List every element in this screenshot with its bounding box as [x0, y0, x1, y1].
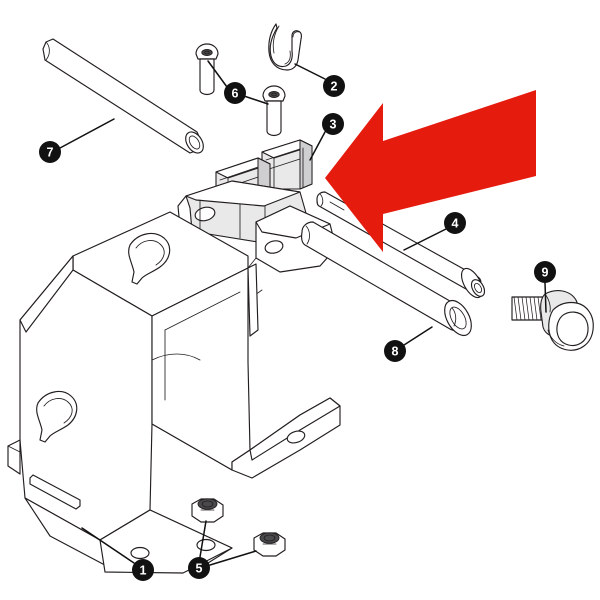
callout-badge-4[interactable]: 4 — [444, 212, 466, 234]
leader-line-3 — [309, 131, 326, 161]
leader-line-5b — [209, 550, 257, 566]
callout-badge-label: 2 — [331, 80, 338, 94]
callout-badge-6[interactable]: 6 — [224, 82, 246, 104]
part-main-mounting-bracket — [7, 205, 341, 574]
callout-badge-label: 1 — [140, 564, 147, 578]
part-u-clip-horseshoe-washer — [268, 23, 302, 71]
callout-badge-circle — [444, 212, 466, 234]
leader-line-2 — [294, 63, 326, 80]
callout-badge-circle — [322, 113, 344, 135]
callout-badge-label: 6 — [232, 87, 239, 101]
callout-badge-1[interactable]: 1 — [132, 559, 154, 581]
callout-badge-circle — [132, 559, 154, 581]
highlight-arrow-icon — [325, 90, 536, 252]
leader-line-8 — [403, 326, 433, 346]
leader-line-4 — [403, 228, 447, 251]
callout-badge-circle — [384, 340, 406, 362]
leader-line-9 — [544, 282, 547, 313]
part-hollow-tube-roller-short — [301, 221, 472, 337]
part-hollow-tube-roller-long — [42, 38, 204, 154]
callout-badge-circle — [323, 75, 345, 97]
callout-badge-label: 4 — [452, 217, 459, 231]
callout-badge-circle — [39, 141, 61, 163]
leader-line-6a — [207, 60, 228, 88]
callout-badge-label: 9 — [542, 266, 549, 280]
part-threaded-eye-bolt — [511, 290, 594, 351]
callout-badge-label: 5 — [196, 562, 203, 576]
callout-badge-label: 7 — [47, 146, 54, 160]
callout-badge-circle — [188, 557, 210, 579]
part-hex-lock-nut-a — [191, 498, 224, 523]
callout-badge-3[interactable]: 3 — [322, 113, 344, 135]
callout-badge-circle — [534, 261, 556, 283]
callout-badge-circle — [224, 82, 246, 104]
callout-badge-9[interactable]: 9 — [534, 261, 556, 283]
part-button-head-screw-b — [262, 85, 286, 137]
callout-badge-8[interactable]: 8 — [384, 340, 406, 362]
callout-badge-label: 3 — [330, 118, 337, 132]
callout-badge-label: 8 — [392, 345, 399, 359]
callout-badge-5[interactable]: 5 — [188, 557, 210, 579]
leader-line-5a — [199, 520, 207, 558]
callout-badge-2[interactable]: 2 — [323, 75, 345, 97]
callout-badge-7[interactable]: 7 — [39, 141, 61, 163]
part-button-head-screw-a — [195, 43, 219, 96]
leader-lines — [59, 60, 547, 566]
leader-line-7 — [59, 118, 115, 149]
leader-line-1 — [81, 527, 135, 564]
part-hex-lock-nut-b — [253, 532, 286, 557]
leader-line-6b — [243, 95, 269, 105]
